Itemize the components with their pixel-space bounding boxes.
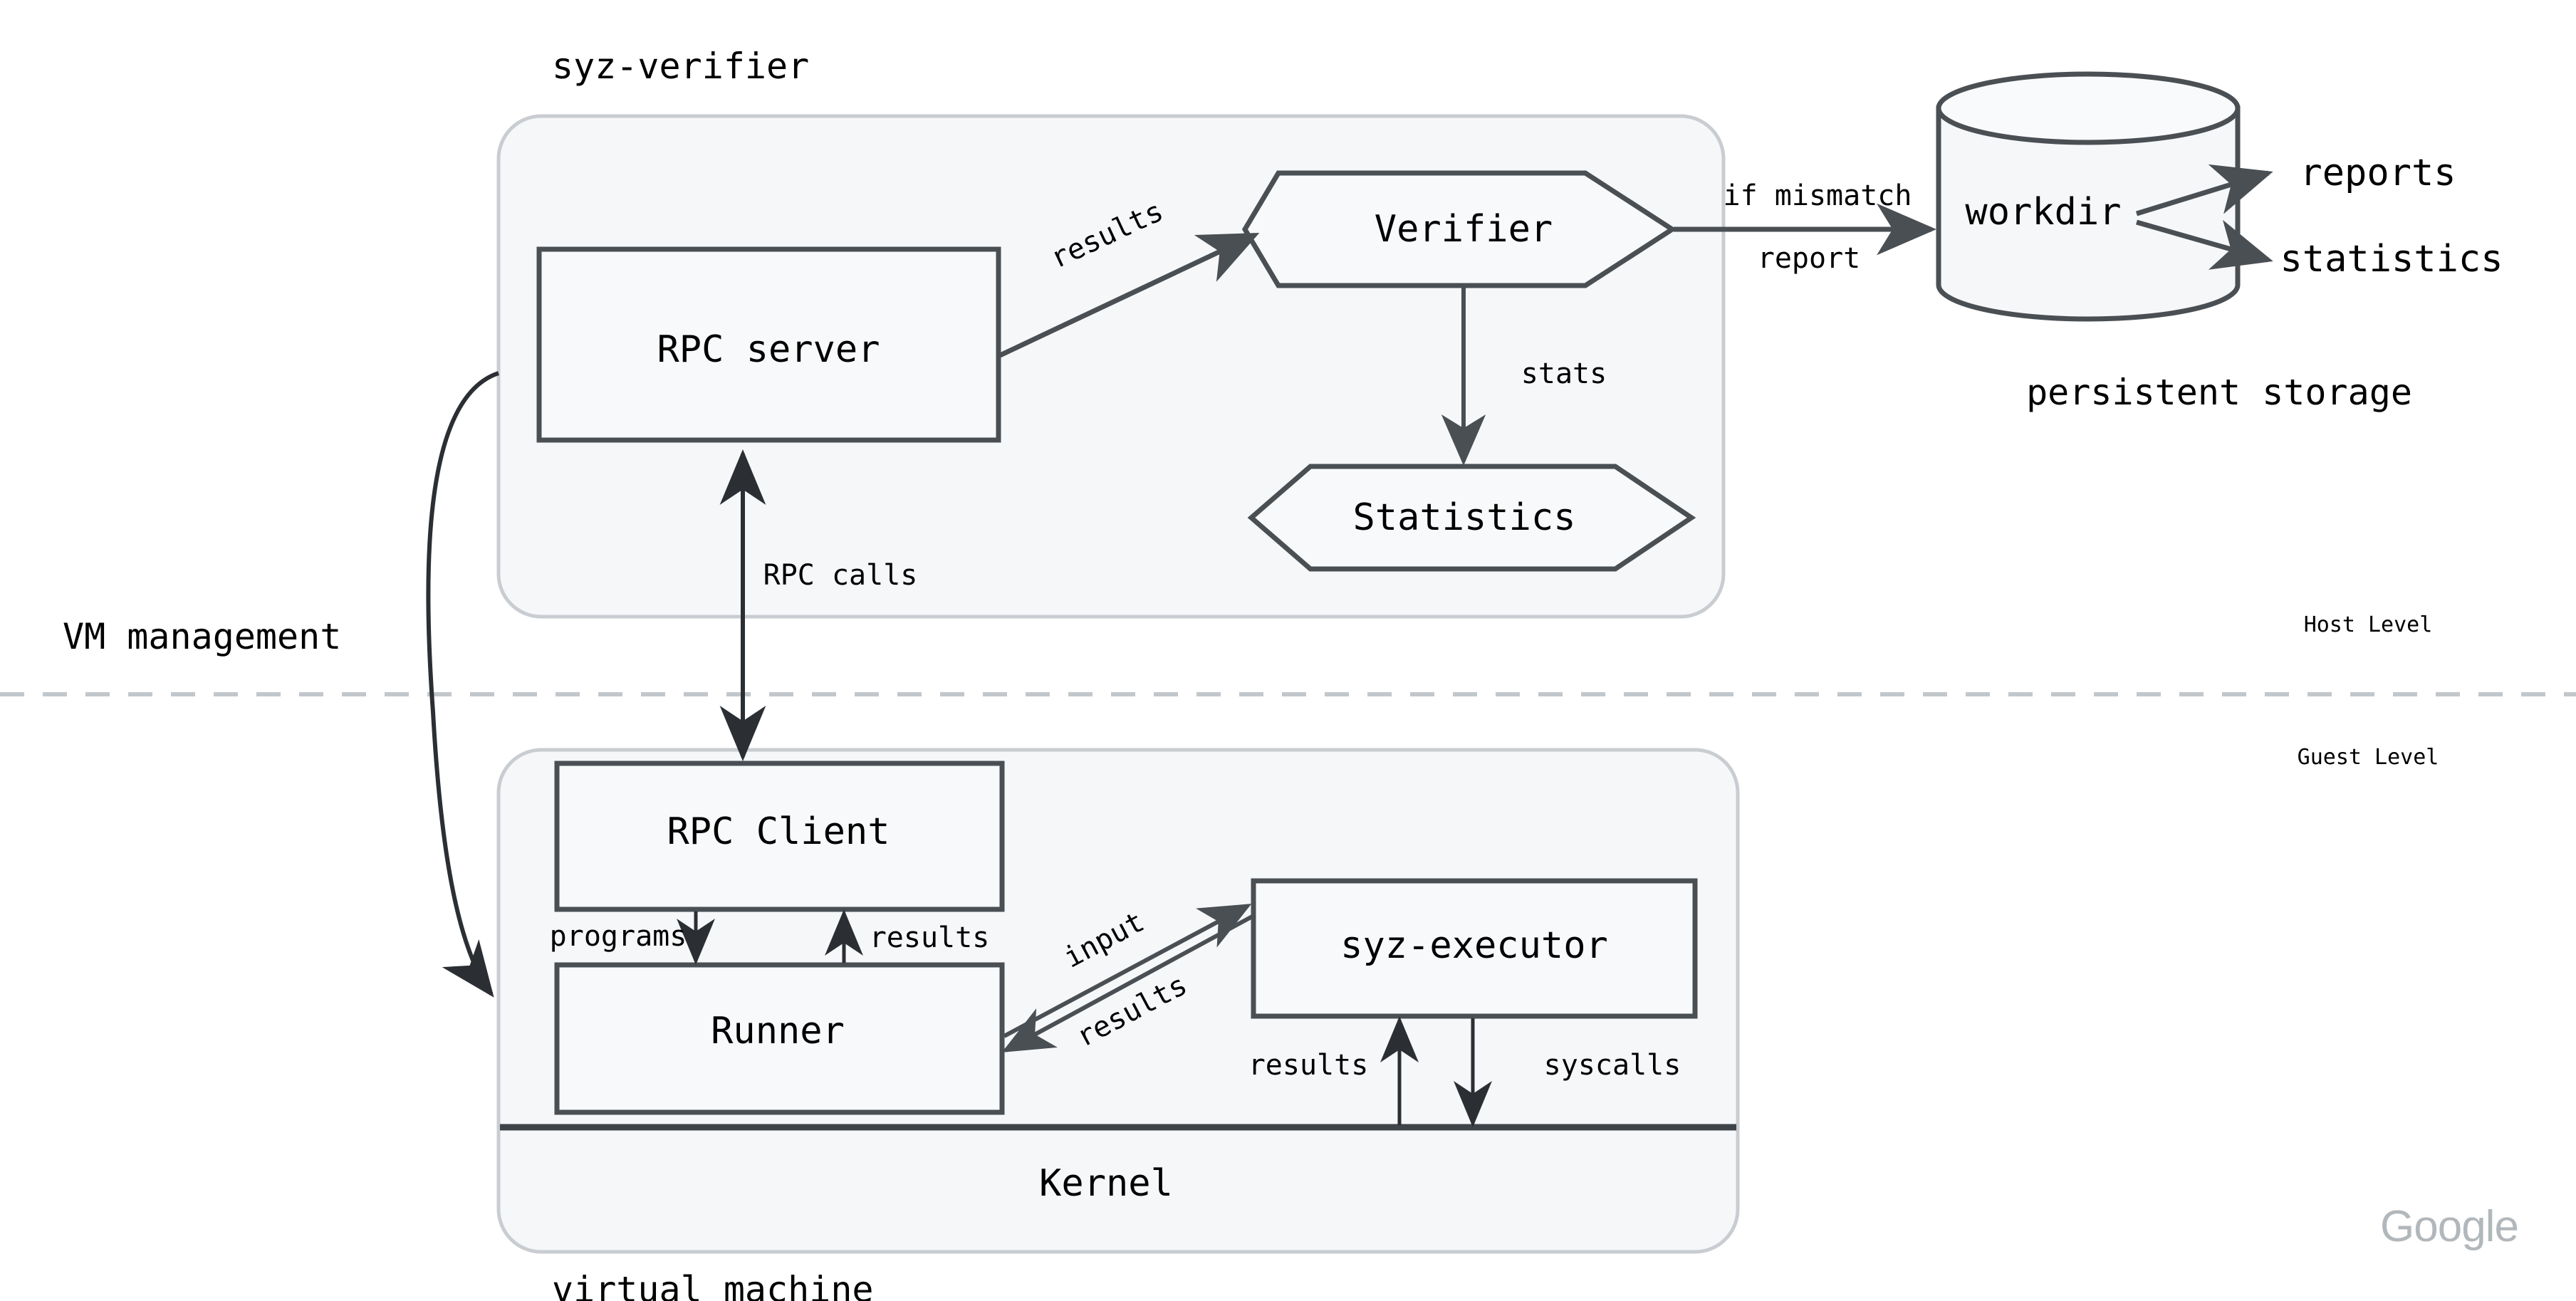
edge-label-results-kernel: results [1248, 1049, 1369, 1082]
rpc-client-label: RPC Client [667, 810, 890, 853]
edge-results-to-runner [1001, 913, 1256, 1052]
virtual-machine-caption: virtual machine [552, 1269, 874, 1301]
kernel-label: Kernel [1039, 1162, 1173, 1205]
runner-label: Runner [711, 1010, 845, 1052]
runner-box[interactable] [554, 962, 1005, 1115]
verifier-hexagon[interactable] [1241, 170, 1677, 288]
edge-label-if-mismatch: if mismatch [1723, 179, 1912, 212]
syz-executor-label: syz-executor [1340, 924, 1608, 967]
reports-label: reports [2300, 152, 2456, 194]
syz-executor-box[interactable] [1251, 878, 1698, 1019]
edge-label-rpc-calls: RPC calls [763, 559, 918, 592]
google-watermark: Google [2380, 1202, 2519, 1251]
edge-results-to-verifier [997, 232, 1260, 359]
workdir-cylinder[interactable] [1936, 71, 2241, 322]
host-level-label: Host Level [2303, 612, 2433, 637]
edge-workdir-to-statistics [2136, 219, 2273, 270]
rpc-server-label: RPC server [657, 328, 880, 371]
edge-label-syscalls: syscalls [1543, 1049, 1681, 1082]
rpc-server-box[interactable] [536, 246, 1001, 443]
edge-workdir-to-reports [2135, 164, 2273, 216]
statistics-output-label: statistics [2280, 238, 2503, 281]
edge-label-programs: programs [549, 920, 687, 953]
persistent-storage-caption: persistent storage [2026, 372, 2412, 413]
verifier-label: Verifier [1374, 208, 1553, 251]
rpc-client-box[interactable] [554, 761, 1005, 912]
edge-label-report: report [1757, 242, 1861, 275]
edge-vm-management [426, 371, 499, 998]
vm-management-label: VM management [63, 616, 342, 657]
workdir-label: workdir [1965, 191, 2122, 234]
edge-label-stats: stats [1521, 357, 1607, 390]
host-panel-title: syz-verifier [552, 46, 810, 87]
guest-level-label: Guest Level [2297, 745, 2439, 770]
statistics-hexagon[interactable] [1247, 464, 1696, 572]
statistics-label: Statistics [1352, 496, 1576, 539]
edge-label-results-up: results [869, 921, 990, 954]
